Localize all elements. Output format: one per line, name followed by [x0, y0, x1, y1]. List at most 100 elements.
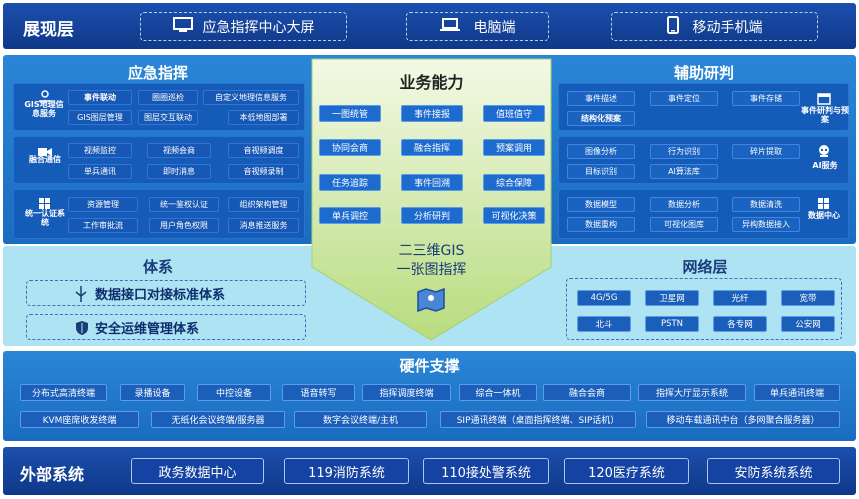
external-title: 外部系统 [20, 465, 85, 484]
hw-item: 移动车载通讯中台（多网聚合服务器） [646, 411, 840, 428]
as-item: 事件存储 [732, 91, 800, 106]
biz-item: 分析研判 [401, 207, 463, 224]
system-item-label: 数据接口对接标准体系 [95, 287, 226, 303]
gis-line-1: 二三维GIS [398, 243, 465, 259]
display-item-label: 移动手机端 [692, 19, 763, 36]
hw-item: 指挥调度终端 [362, 384, 451, 401]
assisted-analysis-panel: 辅助研判 事件描述 事件定位 事件存储 结构化预案 事件研判与预案 图像分析 行… [555, 58, 853, 242]
event-analysis-label: 事件研判与预案 [801, 106, 849, 124]
biz-item: 一图统管 [319, 105, 381, 122]
biz-item: 预案调用 [483, 139, 545, 156]
as-item: 数据清洗 [732, 197, 800, 212]
biz-item: 任务追踪 [319, 174, 381, 191]
hw-item: 中控设备 [197, 384, 271, 401]
em-item: 用户角色权限 [149, 218, 219, 233]
hw-item: 综合一体机 [459, 384, 537, 401]
windows-icon [39, 195, 51, 214]
as-item: 目标识别 [567, 164, 635, 179]
display-layer-title: 展现层 [23, 20, 74, 40]
external-item: 119消防系统 [284, 458, 409, 484]
biz-item: 可视化决策 [483, 207, 545, 224]
em-item: 自定义地理信息服务 [203, 90, 299, 105]
system-item-label: 安全运维管理体系 [95, 321, 200, 337]
laptop-icon [439, 17, 460, 36]
biz-item: 融合指挥 [401, 139, 463, 156]
as-item: 事件描述 [567, 91, 635, 106]
shield-icon [75, 320, 89, 340]
em-item: 图层交互联动 [138, 110, 198, 125]
em-item: 视频监控 [68, 143, 132, 158]
display-item-label: 电脑端 [473, 19, 516, 36]
map-pin-icon [37, 87, 53, 106]
hw-item: 分布式高清终端 [20, 384, 107, 401]
as-item: 碎片提取 [732, 144, 800, 159]
as-item: 数据分析 [650, 197, 718, 212]
as-item: AI算法库 [650, 164, 718, 179]
robot-icon [817, 143, 831, 162]
em-item: 音视频调度 [228, 143, 299, 158]
network-item: PSTN [645, 316, 699, 332]
network-item: 卫星网 [645, 290, 699, 306]
biz-item: 协同会商 [319, 139, 381, 156]
gis-service-label: GIS地理信息服务 [24, 100, 64, 118]
em-item: 消息推送服务 [228, 218, 299, 233]
hardware-title: 硬件支撑 [399, 357, 460, 375]
em-item: 组织架构管理 [228, 197, 299, 212]
hw-item: 无纸化会议终端/服务器 [151, 411, 285, 428]
em-item: 工作审批流 [68, 218, 138, 233]
mobile-phone-icon [666, 15, 679, 38]
biz-item: 事件回溯 [401, 174, 463, 191]
as-item: 事件定位 [650, 91, 718, 106]
em-item: 视频会商 [147, 143, 211, 158]
as-item: 行为识别 [650, 144, 718, 159]
external-item: 120医疗系统 [564, 458, 689, 484]
system-title: 体系 [142, 258, 173, 276]
hw-item: 融合会商 [543, 384, 631, 401]
gis-line-2: 一张图指挥 [396, 262, 467, 278]
as-item: 结构化预案 [567, 111, 635, 126]
network-item: 北斗 [577, 316, 631, 332]
em-item: 音视频录制 [228, 164, 299, 179]
external-item: 110接处警系统 [423, 458, 549, 484]
external-item: 安防系统系统 [707, 458, 840, 484]
monitor-icon [172, 16, 193, 37]
map-icon [416, 286, 446, 316]
usb-icon [75, 286, 87, 306]
network-item: 公安网 [781, 316, 835, 332]
as-item: 数据重构 [567, 217, 635, 232]
calendar-icon [817, 90, 831, 109]
network-item: 光纤 [713, 290, 767, 306]
emergency-command-title: 应急指挥 [127, 64, 188, 82]
display-item-pc: 电脑端 [406, 12, 549, 41]
display-layer: 展现层 应急指挥中心大屏 电脑端 移动手机端 [3, 3, 856, 49]
video-camera-icon [38, 142, 52, 161]
assisted-analysis-title: 辅助研判 [673, 64, 734, 82]
network-item: 宽带 [781, 290, 835, 306]
hw-item: 数字会议终端/主机 [294, 411, 427, 428]
em-item: 本低地图部署 [228, 110, 299, 125]
data-center-label: 数据中心 [808, 211, 840, 220]
network-item: 各专网 [713, 316, 767, 332]
em-item: 即时消息 [147, 164, 211, 179]
display-item-mobile: 移动手机端 [611, 12, 818, 41]
network-title: 网络层 [682, 258, 728, 276]
em-item: 单兵通讯 [68, 164, 132, 179]
hw-item: 指挥大厅显示系统 [638, 384, 746, 401]
biz-item: 值班值守 [483, 105, 545, 122]
em-item: 圈圈巡检 [138, 90, 198, 105]
business-capability-arrow: 业务能力 一图统管 事件接报 值班值守 协同会商 融合指挥 预案调用 任务追踪 … [310, 57, 553, 342]
biz-item: 综合保障 [483, 174, 545, 191]
converged-communication-label: 融合通信 [29, 155, 61, 164]
system-item-interface-standard: 数据接口对接标准体系 [26, 280, 306, 306]
em-item: 事件联动 [68, 90, 132, 105]
hw-item: SIP通讯终端（桌面指挥终端、SIP话机） [440, 411, 636, 428]
unified-auth-label: 统一认证系统 [25, 209, 65, 227]
display-item-big-screen: 应急指挥中心大屏 [140, 12, 347, 41]
as-item: 异构数据接入 [732, 217, 800, 232]
hw-item: KVM座席收发终端 [20, 411, 139, 428]
as-item: 数据模型 [567, 197, 635, 212]
display-item-label: 应急指挥中心大屏 [202, 19, 315, 36]
hw-item: 语音转写 [282, 384, 355, 401]
hw-item: 单兵通讯终端 [754, 384, 840, 401]
as-item: 图像分析 [567, 144, 635, 159]
